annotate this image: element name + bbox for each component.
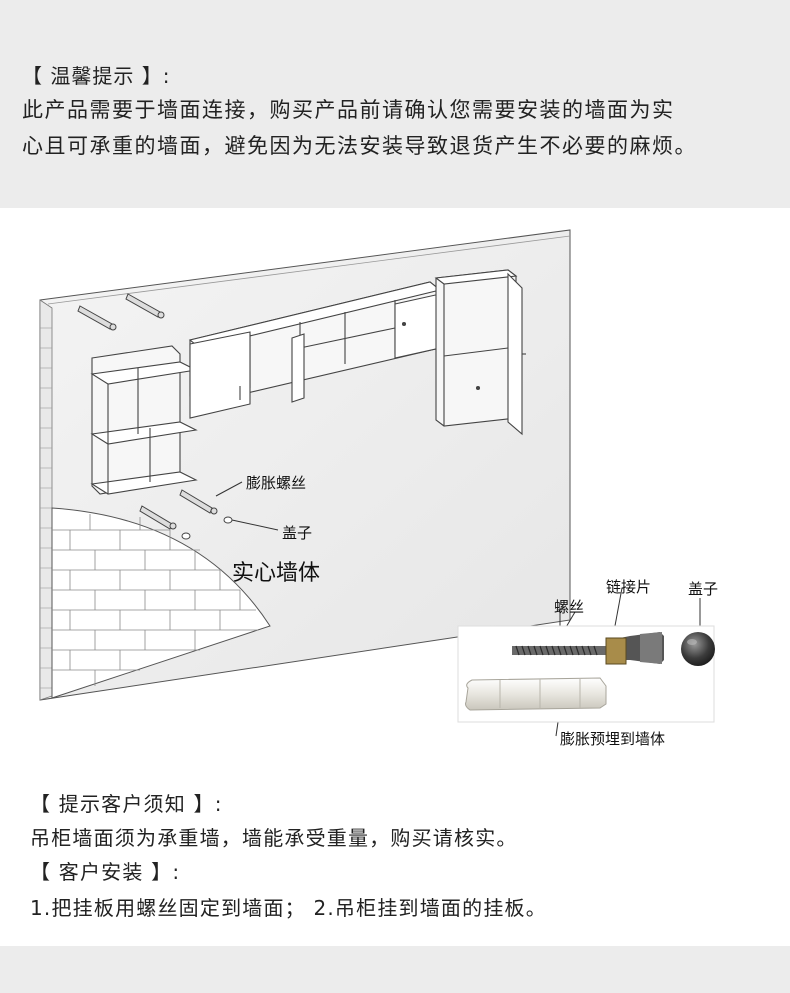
label-anchor: 膨胀预埋到墙体	[560, 730, 665, 748]
installation-illustration: 膨胀螺丝 盖子 实心墙体 链接片 盖子 螺丝 膨胀预埋到墙体	[39, 229, 718, 748]
label-solid-wall: 实心墙体	[232, 561, 320, 586]
notice-line-1: 此产品需要于墙面连接，购买产品前请确认您需要安装的墙面为实	[22, 98, 675, 122]
install-heading: 【 客户安装 】:	[30, 860, 181, 884]
right-tall-cabinet	[434, 269, 526, 436]
tips-heading: 【 提示客户须知 】:	[30, 792, 223, 816]
tips-text: 吊柜墙面须为承重墙，墙能承受重量，购买请核实。	[30, 826, 518, 850]
wall-screws-top	[77, 293, 165, 331]
brick-cutaway	[51, 507, 271, 699]
label-cap-right: 盖子	[688, 580, 718, 598]
footer-band	[0, 946, 790, 993]
install-steps: 1.把挂板用螺丝固定到墙面； 2.吊柜挂到墙面的挂板。	[30, 896, 547, 920]
notice-panel: 【 温馨提示 】: 此产品需要于墙面连接，购买产品前请确认您需要安装的墙面为实 …	[0, 0, 790, 208]
expansion-anchor	[465, 677, 607, 711]
hardware-photo-inset	[457, 625, 715, 723]
label-cap: 盖子	[282, 524, 312, 542]
label-link-plate: 链接片	[606, 578, 651, 596]
notice-title: 【 温馨提示 】:	[22, 64, 171, 88]
middle-cabinet	[188, 281, 442, 419]
label-screw: 螺丝	[554, 598, 584, 616]
installation-diagram: 膨胀螺丝 盖子 实心墙体 链接片 盖子 螺丝 膨胀预埋到墙体	[0, 208, 790, 776]
customer-tips: 【 提示客户须知 】: 吊柜墙面须为承重墙，墙能承受重量，购买请核实。 【 客户…	[0, 776, 790, 946]
wall-screws-lower	[139, 489, 233, 540]
label-expansion-screw: 膨胀螺丝	[246, 474, 306, 492]
cap-photo	[681, 632, 715, 666]
left-shelf-unit	[90, 345, 198, 495]
notice-line-2: 心且可承重的墙面，避免因为无法安装导致退货产生不必要的麻烦。	[22, 134, 697, 158]
screw-bolt	[512, 632, 664, 665]
